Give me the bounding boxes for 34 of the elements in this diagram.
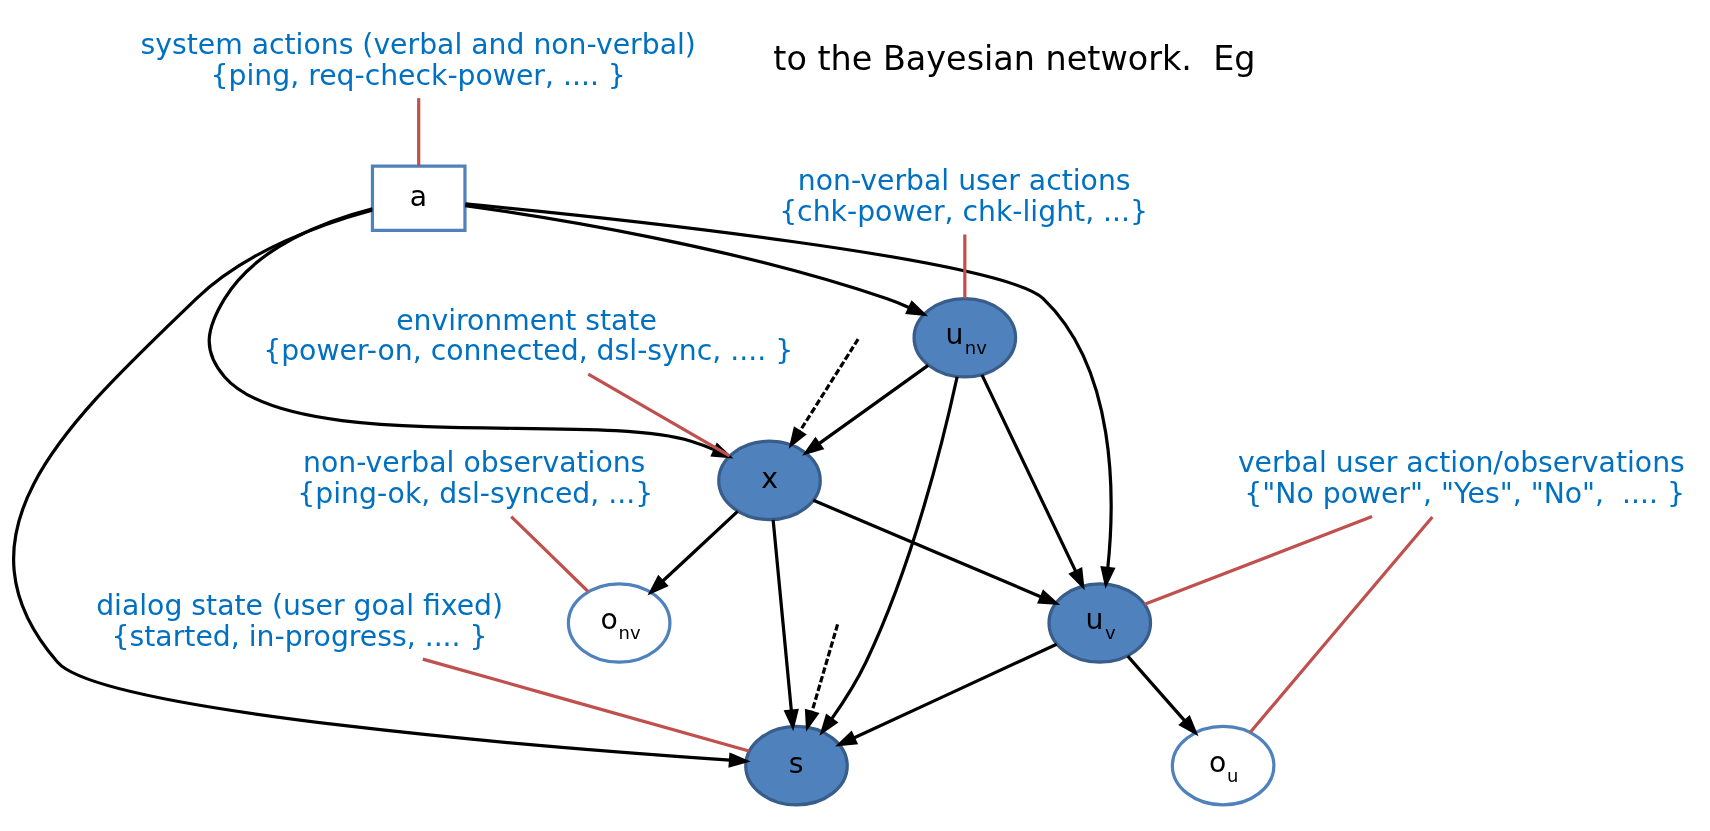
- node-ellipse: x: [717, 439, 822, 522]
- arrow: [819, 376, 959, 736]
- node-ellipse: u$_{nv}$: [912, 296, 1018, 379]
- connector: [587, 372, 731, 458]
- connector: [963, 234, 967, 299]
- node-ellipse: o$_{u}$: [1170, 724, 1276, 807]
- node-text: non-verbal observations {ping-ok, dsl-synced, ...}: [297, 446, 654, 511]
- arrow: [1126, 655, 1199, 737]
- arrow: [804, 623, 840, 732]
- arrow: [464, 204, 929, 317]
- arrow: [980, 374, 1085, 591]
- arrow: [12, 208, 751, 768]
- arrow: [835, 642, 1058, 747]
- node-ellipse: o$_{nv}$: [566, 582, 672, 664]
- node-ellipse: s: [744, 724, 849, 807]
- arrow: [465, 202, 1116, 589]
- connector: [417, 98, 421, 167]
- connector: [1144, 515, 1373, 606]
- node-box: a: [370, 164, 467, 233]
- arrow: [788, 338, 860, 449]
- node-text: dialog state (user goal fixed) {started, in-progress, .... }: [96, 588, 504, 653]
- connector: [510, 515, 590, 593]
- connector: [422, 657, 750, 753]
- node-text: non-verbal user actions {chk-power, chk-light, ...}: [779, 164, 1149, 228]
- arrow: [802, 364, 930, 456]
- node-text: system actions (verbal and non-verbal) {ping, req-check-power, .... }: [140, 27, 696, 92]
- connector: [1249, 515, 1434, 734]
- arrow: [771, 519, 799, 732]
- node-ellipse: u$_{v}$: [1047, 582, 1153, 664]
- node-text: verbal user action/observations {"No power", "Yes", "No", .... }: [1237, 446, 1685, 511]
- node-text: environment state {power-on, connected, dsl-sync, .... }: [263, 303, 794, 368]
- arrow: [812, 498, 1061, 605]
- arrow: [647, 510, 739, 596]
- label: to the Bayesian network. Eg: [773, 39, 1256, 79]
